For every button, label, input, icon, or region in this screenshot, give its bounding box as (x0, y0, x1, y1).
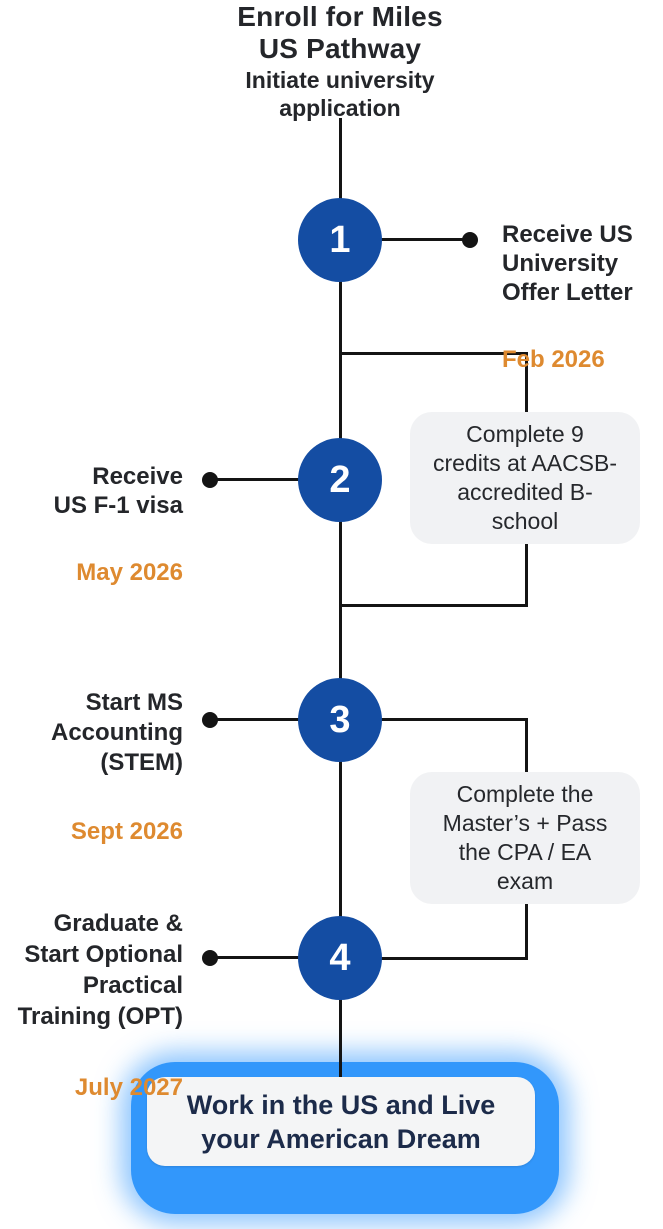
step2-label-block: Receive US F-1 visa May 2026 (0, 433, 183, 616)
info-card-masters-cpa: Complete the Master’s + Pass the CPA / E… (410, 772, 640, 904)
header: Enroll for Miles US Pathway Initiate uni… (111, 1, 569, 122)
step4-date: July 2027 (74, 1074, 183, 1101)
step3-label-block: Start MS Accounting (STEM) Sept 2026 (0, 658, 183, 877)
info-card-credits: Complete 9 credits at AACSB- accredited … (410, 412, 640, 544)
timeline-vertical-line (339, 118, 342, 1080)
connector-line-step3 (210, 718, 340, 721)
step4-label-block: Graduate & Start Optional Practical Trai… (0, 877, 183, 1134)
step4-label: Graduate & Start Optional Practical Trai… (17, 910, 183, 1030)
step3-date: Sept 2026 (70, 818, 183, 845)
final-goal-card: Work in the US and Live your American Dr… (147, 1077, 535, 1166)
connector-dot-step3 (202, 712, 218, 728)
connector-dot-step2 (202, 472, 218, 488)
page-title: Enroll for Miles US Pathway (237, 1, 443, 64)
step-circle-2: 2 (298, 438, 382, 522)
connector-dot-step4 (202, 950, 218, 966)
step1-label: Receive US University Offer Letter (502, 221, 633, 306)
step1-date: Feb 2026 (502, 346, 605, 373)
step-circle-3: 3 (298, 678, 382, 762)
connector-dot-step1 (462, 232, 478, 248)
step-circle-4: 4 (298, 916, 382, 1000)
page-subtitle: Initiate university application (245, 67, 435, 121)
connector-line-step4 (210, 956, 340, 959)
connector-line-step1 (340, 238, 471, 241)
step-circle-1: 1 (298, 198, 382, 282)
step2-date: May 2026 (76, 559, 183, 586)
step1-label-block: Receive US University Offer Letter Feb 2… (502, 191, 660, 403)
step3-label: Start MS Accounting (STEM) (51, 689, 183, 776)
step2-label: Receive US F-1 visa (53, 463, 183, 519)
connector-line-step2 (210, 478, 340, 481)
